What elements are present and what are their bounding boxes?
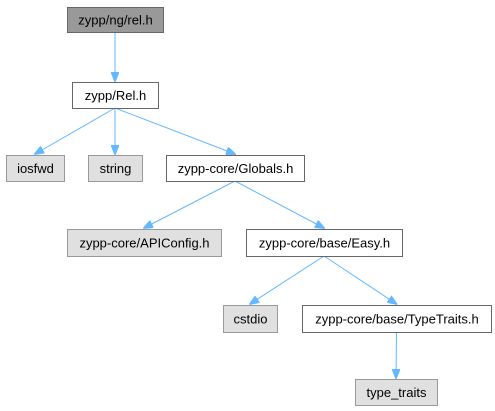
node-label-apiconfig_h: zypp-core/APIConfig.h	[79, 236, 209, 251]
node-iosfwd: iosfwd	[6, 155, 65, 182]
node-rel_h[interactable]: zypp/Rel.h	[72, 82, 159, 109]
node-cstdio: cstdio	[223, 305, 278, 333]
node-box-cstdio	[223, 305, 278, 333]
node-rel_h_ng[interactable]: zypp/ng/rel.h	[67, 7, 164, 33]
node-label-typetraits_h: zypp-core/base/TypeTraits.h	[315, 312, 479, 327]
edge-rel_h-to-globals_h	[114, 107, 235, 154]
node-label-rel_h: zypp/Rel.h	[85, 88, 146, 103]
node-box-rel_h	[72, 82, 159, 109]
node-box-typetraits_h	[302, 305, 492, 333]
node-box-apiconfig_h	[67, 229, 222, 257]
node-globals_h[interactable]: zypp-core/Globals.h	[166, 155, 305, 182]
node-label-easy_h: zypp-core/base/Easy.h	[259, 236, 390, 251]
edge-globals_h-to-easy_h	[234, 180, 324, 228]
node-label-globals_h: zypp-core/Globals.h	[178, 161, 294, 176]
edge-typetraits_h-to-type_traits	[396, 331, 397, 378]
node-box-iosfwd	[6, 155, 65, 182]
node-box-globals_h	[166, 155, 305, 182]
node-label-type_traits: type_traits	[367, 385, 427, 400]
node-type_traits: type_traits	[355, 379, 438, 406]
nodes-layer: zypp/ng/rel.h zypp/Rel.h iosfwd string zypp-…	[6, 7, 492, 406]
node-apiconfig_h: zypp-core/APIConfig.h	[67, 229, 222, 257]
edge-easy_h-to-cstdio	[250, 255, 325, 304]
node-string: string	[88, 155, 143, 182]
node-box-string	[88, 155, 143, 182]
node-label-string: string	[100, 161, 132, 176]
edge-rel_h-to-iosfwd	[35, 107, 116, 154]
edge-globals_h-to-apiconfig_h	[144, 180, 236, 228]
edge-easy_h-to-typetraits_h	[323, 255, 397, 304]
node-label-cstdio: cstdio	[234, 312, 268, 327]
node-label-iosfwd: iosfwd	[17, 161, 54, 176]
node-box-type_traits	[355, 379, 438, 406]
node-label-rel_h_ng: zypp/ng/rel.h	[78, 13, 152, 28]
node-typetraits_h[interactable]: zypp-core/base/TypeTraits.h	[302, 305, 492, 333]
node-easy_h[interactable]: zypp-core/base/Easy.h	[246, 229, 403, 257]
node-box-easy_h	[246, 229, 403, 257]
edges-layer	[35, 32, 397, 378]
node-box-rel_h_ng	[67, 7, 164, 33]
